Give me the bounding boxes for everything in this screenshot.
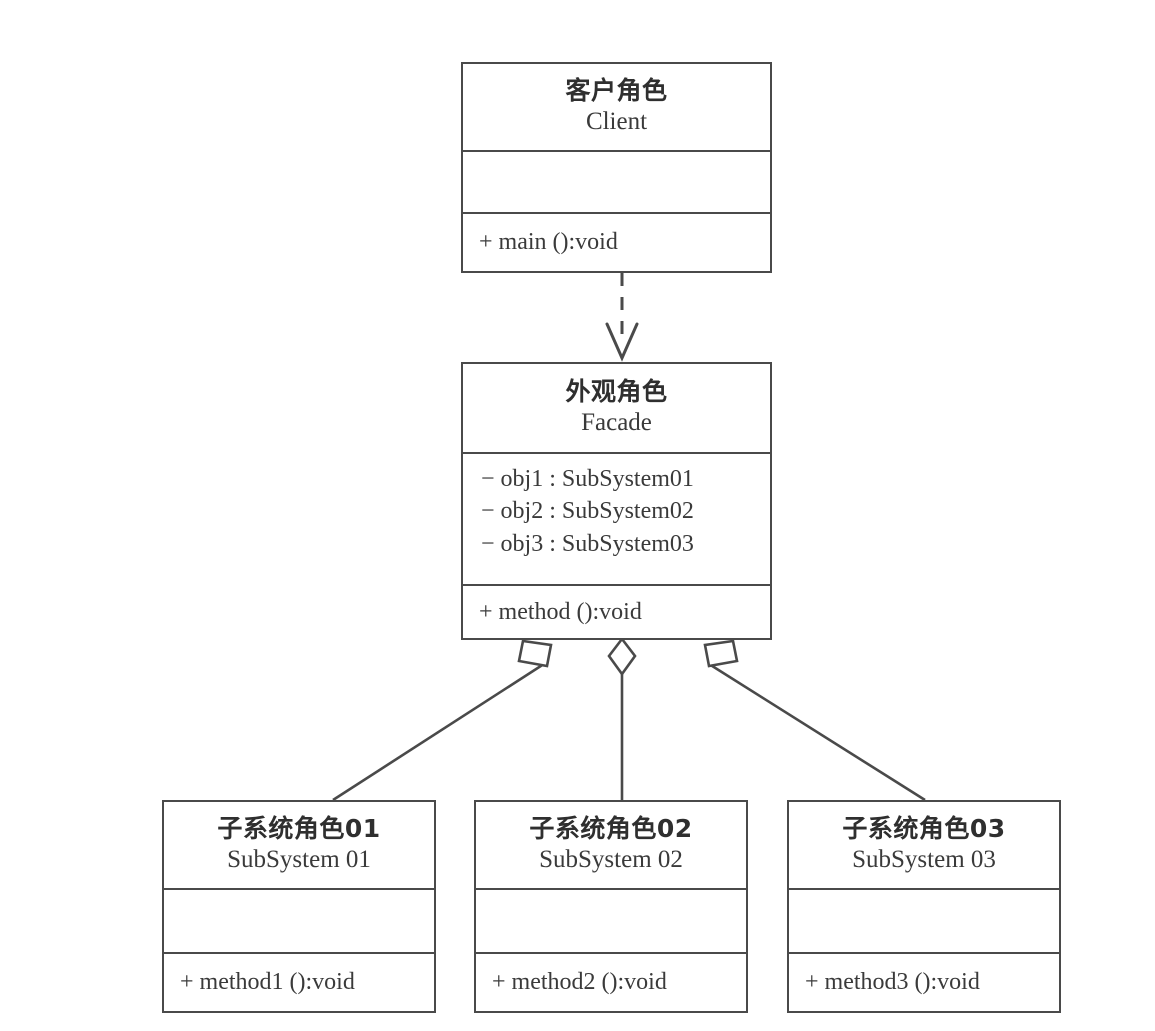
class-attributes-compartment bbox=[463, 152, 770, 214]
class-name-compartment: 外观角色 Facade bbox=[463, 364, 770, 454]
class-name-compartment: 子系统角色03 SubSystem 03 bbox=[789, 802, 1059, 890]
attribute-item: − obj1 : SubSystem01 bbox=[481, 466, 694, 492]
attribute-item: − obj2 : SubSystem02 bbox=[481, 498, 694, 525]
class-name-compartment: 子系统角色02 SubSystem 02 bbox=[476, 802, 746, 890]
class-operations-compartment: + method ():void bbox=[463, 586, 770, 638]
class-box-facade[interactable]: 外观角色 Facade − obj1 : SubSystem01 − obj2 … bbox=[461, 362, 772, 640]
operation-item: + method3 ():void bbox=[805, 969, 980, 995]
class-operations-compartment: + method2 ():void bbox=[476, 954, 746, 1011]
class-attributes-compartment bbox=[789, 890, 1059, 954]
aggregation-line bbox=[708, 662, 926, 802]
class-attributes-compartment bbox=[476, 890, 746, 954]
class-name-en: Client bbox=[585, 108, 648, 136]
class-name-en: SubSystem 03 bbox=[852, 846, 996, 874]
class-name-en: SubSystem 02 bbox=[539, 846, 683, 874]
hollow-diamond-icon bbox=[703, 639, 739, 668]
class-name-cn: 子系统角色03 bbox=[842, 813, 1006, 843]
connector-client-facade bbox=[605, 273, 639, 362]
connector-facade-subsystem02 bbox=[607, 636, 637, 800]
class-attributes-compartment bbox=[164, 890, 434, 954]
class-name-compartment: 子系统角色01 SubSystem 01 bbox=[164, 802, 434, 890]
operation-item: + method ():void bbox=[479, 598, 642, 625]
class-name-cn: 外观角色 bbox=[565, 376, 668, 406]
class-name-en: Facade bbox=[581, 409, 652, 437]
class-attributes-compartment: − obj1 : SubSystem01 − obj2 : SubSystem0… bbox=[463, 454, 770, 586]
class-box-subsystem02[interactable]: 子系统角色02 SubSystem 02 + method2 ():void bbox=[474, 800, 748, 1013]
class-name-compartment: 客户角色 Client bbox=[463, 64, 770, 152]
aggregation-line bbox=[332, 660, 548, 802]
hollow-diamond-icon bbox=[607, 636, 637, 677]
attribute-item: − obj3 : SubSystem03 bbox=[481, 530, 694, 557]
class-operations-compartment: + main ():void bbox=[463, 214, 770, 271]
operation-item: + method1 ():void bbox=[180, 969, 355, 995]
class-box-client[interactable]: 客户角色 Client + main ():void bbox=[461, 62, 772, 273]
connector-facade-subsystem01 bbox=[332, 639, 553, 802]
operation-item: + main ():void bbox=[479, 229, 618, 255]
hollow-diamond-icon bbox=[517, 639, 553, 668]
class-name-cn: 客户角色 bbox=[565, 75, 668, 105]
class-operations-compartment: + method1 ():void bbox=[164, 954, 434, 1011]
operation-item: + method2 ():void bbox=[492, 969, 667, 995]
class-operations-compartment: + method3 ():void bbox=[789, 954, 1059, 1011]
connector-facade-subsystem03 bbox=[703, 639, 926, 802]
class-box-subsystem03[interactable]: 子系统角色03 SubSystem 03 + method3 ():void bbox=[787, 800, 1061, 1013]
class-box-subsystem01[interactable]: 子系统角色01 SubSystem 01 + method1 ():void bbox=[162, 800, 436, 1013]
class-name-en: SubSystem 01 bbox=[227, 846, 371, 874]
open-arrow-head-icon bbox=[605, 322, 639, 362]
class-name-cn: 子系统角色02 bbox=[529, 813, 693, 843]
class-name-cn: 子系统角色01 bbox=[217, 813, 381, 843]
